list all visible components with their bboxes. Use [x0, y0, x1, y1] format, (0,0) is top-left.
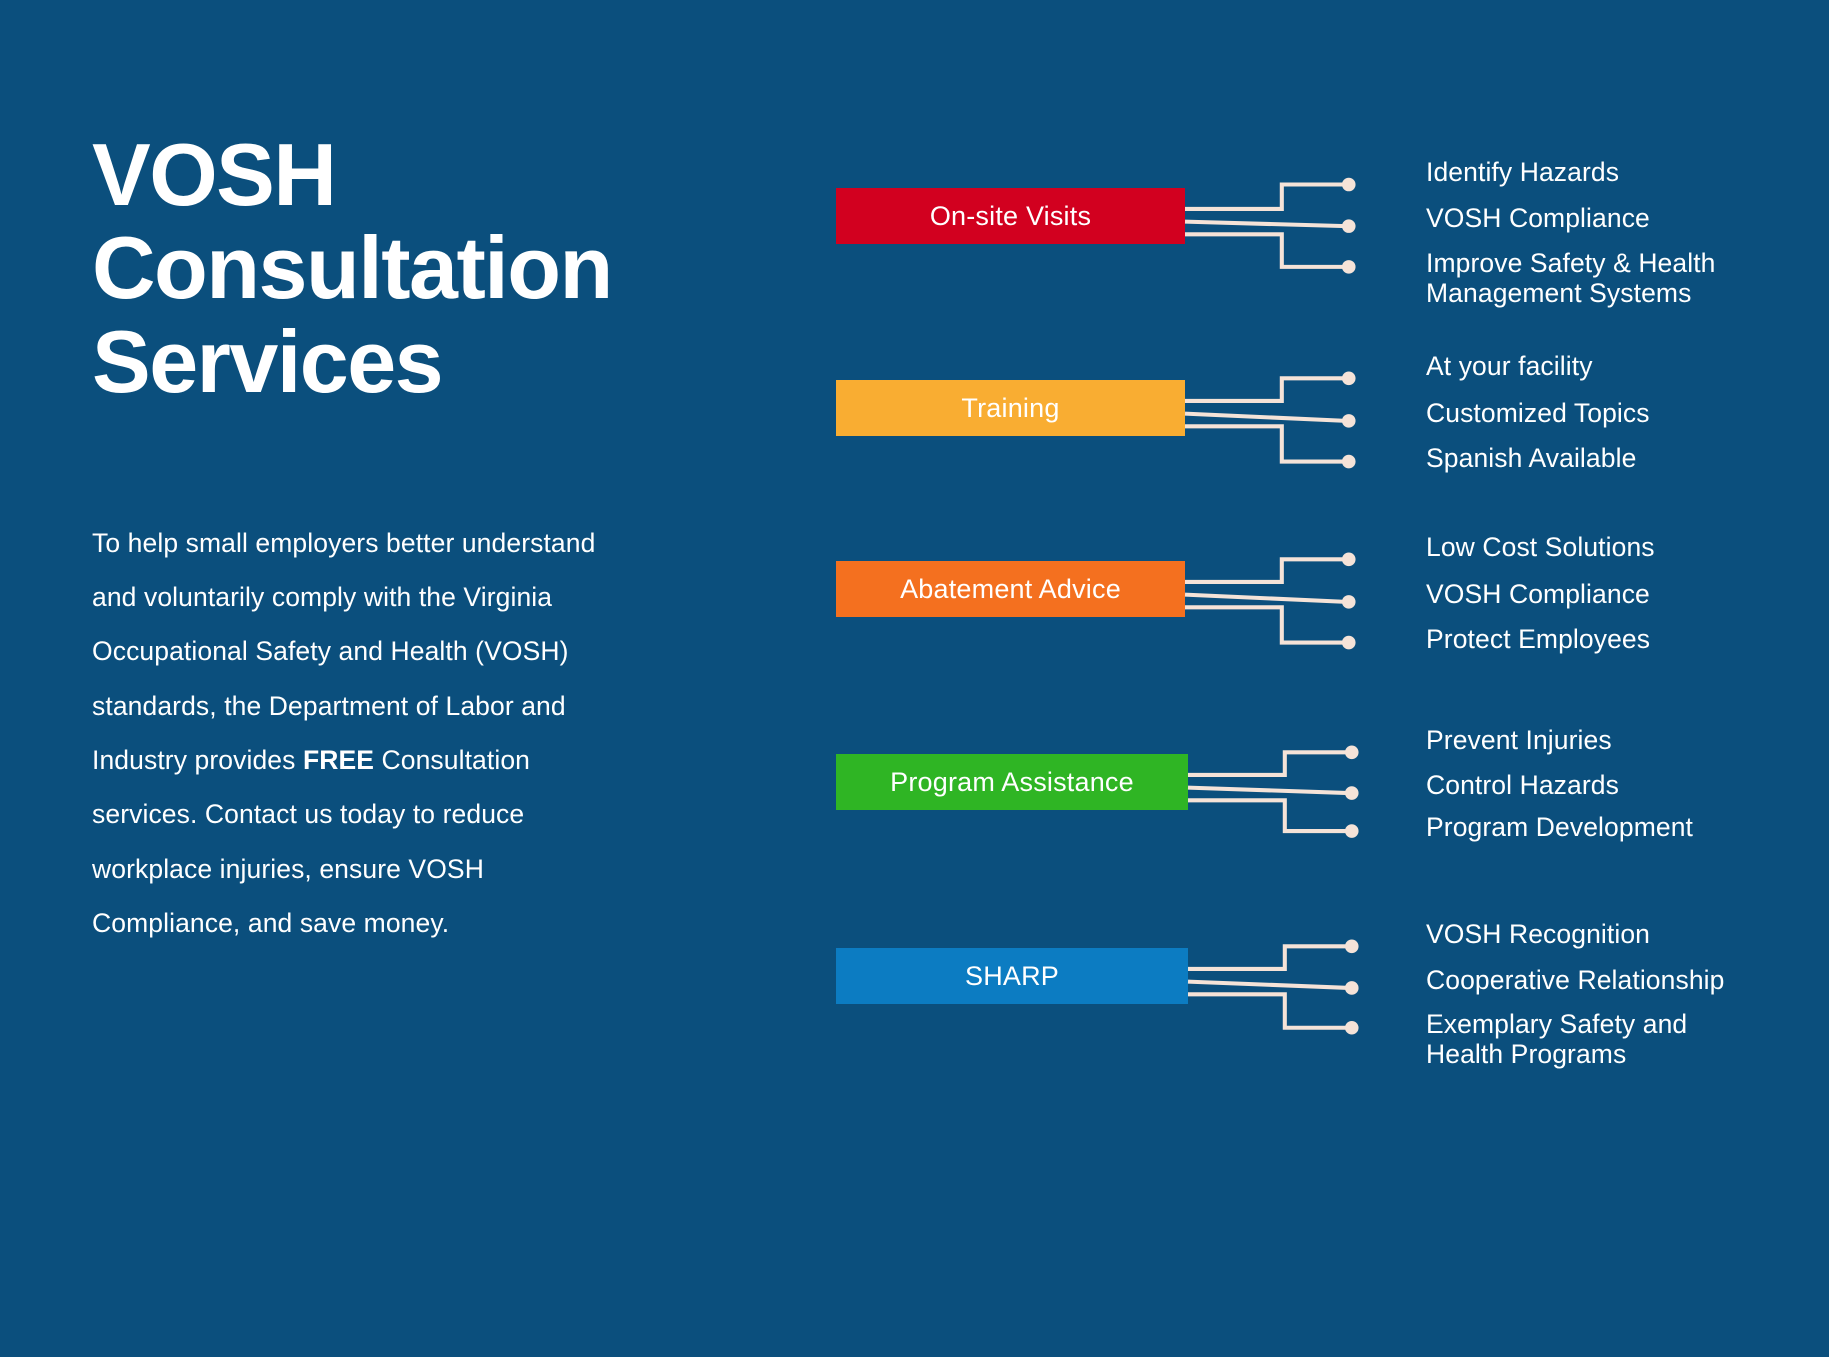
- branch-label: Identify Hazards: [1426, 157, 1620, 187]
- branch-label: VOSH Compliance: [1426, 579, 1650, 609]
- branch-label: Customized Topics: [1426, 398, 1650, 428]
- service-bar-sharp[interactable]: SHARP: [836, 948, 1188, 1004]
- connector-path: [1188, 798, 1350, 834]
- service-bar-training[interactable]: Training: [836, 380, 1185, 436]
- connector-dot: [1341, 414, 1356, 428]
- connector-path: [1187, 979, 1350, 990]
- service-bar-label: Abatement Advice: [900, 573, 1121, 604]
- connector-dot: [1341, 219, 1356, 233]
- intro-paragraph: To help small employers better understan…: [92, 516, 622, 951]
- branch-label: Protect Employees: [1426, 624, 1651, 654]
- connector-dot: [1341, 552, 1356, 567]
- connector-dot: [1341, 454, 1356, 469]
- branch-label: At your facility: [1426, 351, 1593, 381]
- connector-path: [1184, 592, 1347, 604]
- branch-label: Low Cost Solutions: [1426, 532, 1655, 562]
- connector-dot: [1344, 1020, 1359, 1035]
- intro-text-after-free: Consultation services. Contact us today …: [92, 745, 531, 938]
- branch-label: Spanish Available: [1426, 443, 1637, 473]
- branch-label: Exemplary Safety and Health Programs: [1426, 1009, 1688, 1069]
- connector-lines: [1184, 552, 1356, 650]
- connector-lines: [1184, 177, 1356, 274]
- connector-path: [1185, 605, 1347, 645]
- branch-label: Improve Safety & Health Management Syste…: [1426, 248, 1716, 308]
- branch-label: Prevent Injuries: [1426, 725, 1612, 755]
- connector-dot: [1344, 981, 1359, 995]
- connector-lines: [1187, 939, 1359, 1035]
- branch-label: Program Development: [1426, 812, 1694, 842]
- connector-dot: [1344, 824, 1359, 838]
- connector-dot: [1344, 939, 1359, 954]
- connector-path: [1184, 411, 1347, 423]
- connector-dot: [1341, 371, 1356, 386]
- service-bar-label: On-site Visits: [929, 200, 1092, 231]
- connector-path: [1184, 219, 1347, 229]
- service-bar-abatement-advice[interactable]: Abatement Advice: [836, 561, 1185, 617]
- connector-lines: [1187, 745, 1359, 838]
- connector-dot: [1341, 635, 1356, 650]
- connector-dot: [1341, 260, 1356, 274]
- left-text-column: VOSH Consultation Services To help small…: [92, 128, 732, 950]
- connector-path: [1188, 944, 1350, 971]
- connector-path: [1188, 750, 1350, 777]
- service-bar-program-assistance[interactable]: Program Assistance: [836, 754, 1188, 810]
- connector-path: [1185, 232, 1347, 269]
- connector-path: [1185, 376, 1347, 403]
- service-bar-label: Program Assistance: [890, 766, 1134, 797]
- connector-lines: [1184, 371, 1356, 469]
- connector-path: [1185, 182, 1347, 211]
- connector-dot: [1341, 177, 1356, 192]
- service-bar-on-site-visits[interactable]: On-site Visits: [836, 188, 1185, 244]
- branch-label: Cooperative Relationship: [1426, 965, 1725, 995]
- connector-path: [1185, 557, 1347, 584]
- branch-label: VOSH Recognition: [1426, 919, 1651, 949]
- service-bar-label: SHARP: [964, 960, 1060, 991]
- intro-text-before-free: To help small employers better understan…: [92, 527, 596, 776]
- connector-path: [1188, 992, 1350, 1030]
- connector-dot: [1341, 595, 1356, 609]
- service-bar-label: Training: [961, 392, 1060, 423]
- page-title: VOSH Consultation Services: [92, 125, 613, 411]
- branch-label: Control Hazards: [1426, 770, 1619, 800]
- intro-free-emphasis: FREE: [302, 745, 375, 776]
- connector-path: [1187, 785, 1350, 796]
- connector-dot: [1344, 745, 1359, 760]
- connector-path: [1185, 424, 1347, 464]
- connector-dot: [1344, 786, 1359, 800]
- branch-label: VOSH Compliance: [1426, 203, 1650, 233]
